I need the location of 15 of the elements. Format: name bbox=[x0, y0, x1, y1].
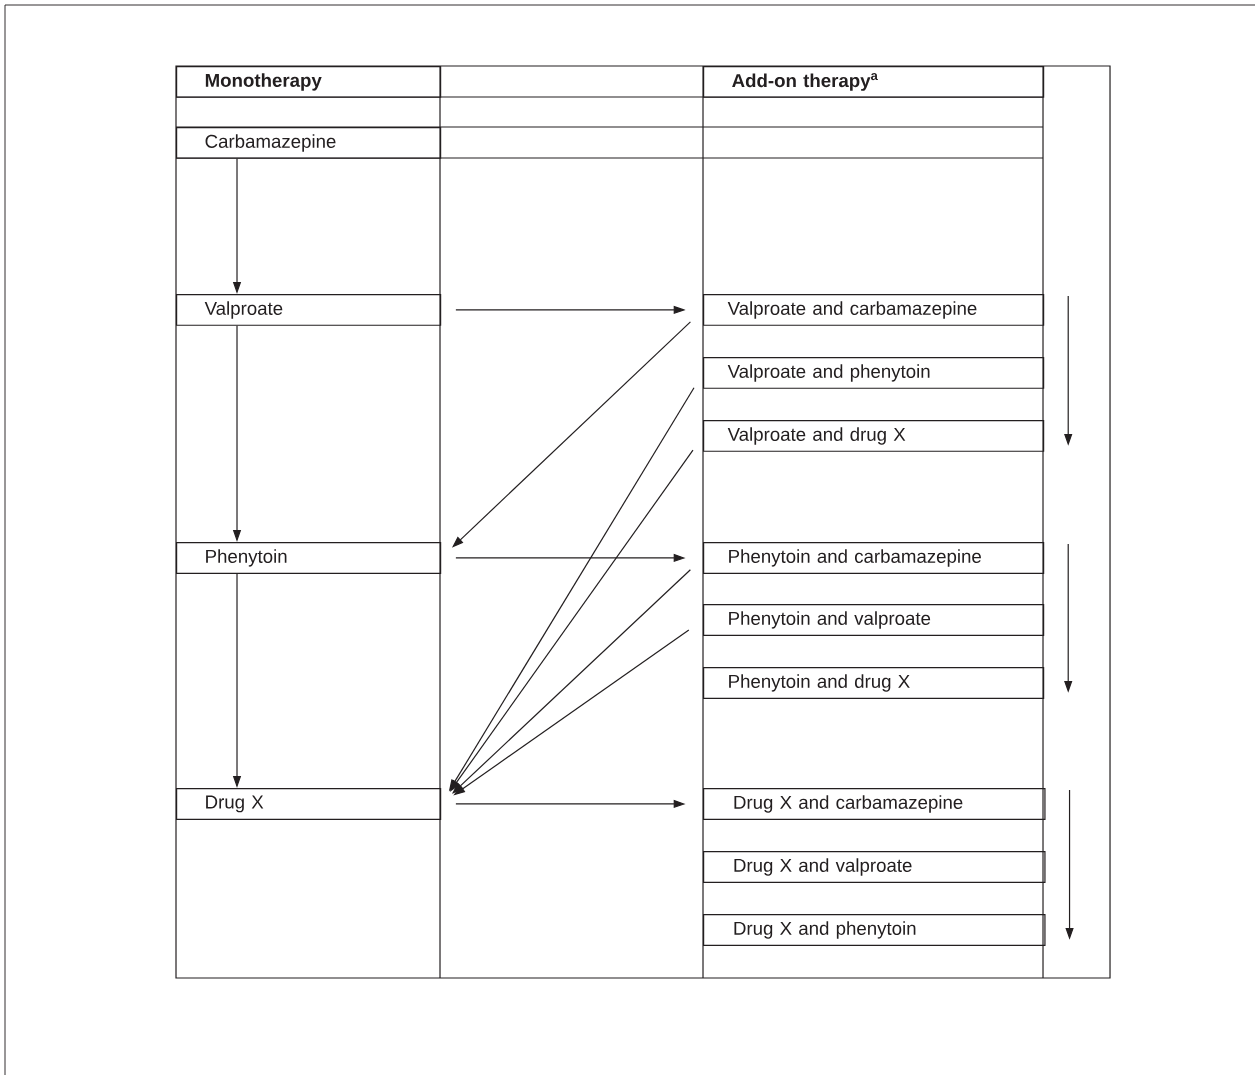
table-cell: Drug X and carbamazepine bbox=[703, 788, 1046, 820]
table-cell: Carbamazepine bbox=[176, 127, 442, 159]
table-cell: Phenytoin and drug X bbox=[703, 667, 1045, 699]
table-cell: Drug X and valproate bbox=[703, 851, 1046, 883]
table-cell: Phenytoin and carbamazepine bbox=[703, 542, 1045, 574]
table-cell: Drug X bbox=[176, 788, 442, 820]
table-cell: Phenytoin bbox=[176, 542, 442, 574]
table-cell: Valproate bbox=[176, 294, 442, 326]
table-cell: Drug X and phenytoin bbox=[703, 914, 1046, 946]
table-cell: Phenytoin and valproate bbox=[703, 604, 1045, 636]
column-header: Add-on therapy$^{a}$ bbox=[703, 66, 1045, 98]
column-header: Monotherapy bbox=[176, 66, 442, 98]
table-cell: Valproate and carbamazepine bbox=[703, 294, 1045, 326]
table-cell: Valproate and drug X bbox=[703, 420, 1045, 452]
table-cell: Valproate and phenytoin bbox=[703, 357, 1045, 389]
